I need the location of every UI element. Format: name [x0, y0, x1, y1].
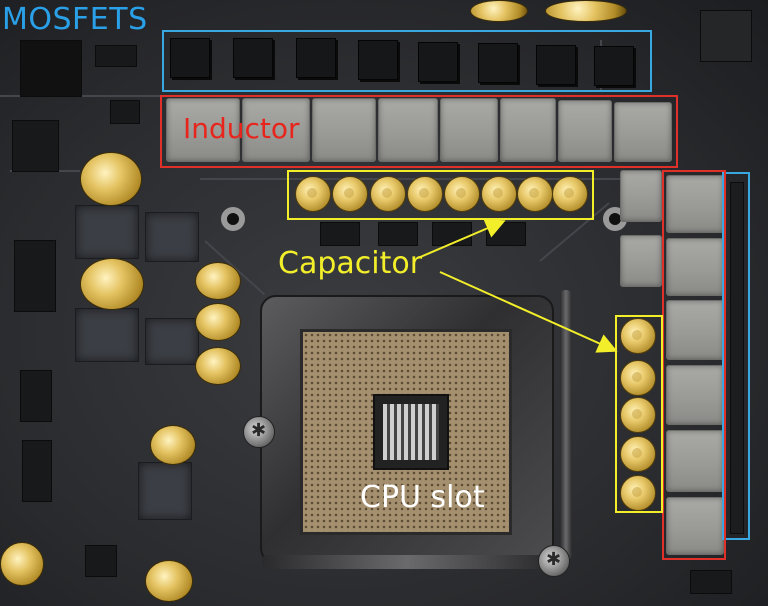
inductor-block: [378, 98, 438, 162]
mosfet-chip: [170, 38, 210, 78]
socket-lever: [560, 290, 572, 560]
capacitor: [407, 176, 443, 212]
capacitor: [620, 318, 656, 354]
capacitor: [620, 397, 656, 433]
mounting-hole: [221, 207, 245, 231]
inductor-block: [666, 365, 724, 425]
cpu-slot-label: CPU slot: [360, 480, 485, 515]
small-chip: [22, 440, 52, 502]
capacitor-highlight-box-right: [615, 315, 663, 513]
capacitor: [295, 176, 331, 212]
small-chip: [85, 545, 117, 577]
mosfets-highlight-box: [162, 30, 652, 92]
mosfet-chip: [418, 42, 458, 82]
capacitor: [195, 262, 241, 300]
screw-icon: [538, 545, 570, 577]
small-chip: [320, 222, 360, 246]
mosfet-strip: [730, 182, 744, 534]
arrow-to-right-capacitors: [439, 271, 618, 353]
small-chip: [20, 370, 52, 422]
small-chip: [12, 120, 59, 172]
mosfet-chip: [594, 46, 634, 86]
inductor-block: [666, 300, 724, 360]
inductor-highlight-box: [160, 95, 678, 168]
inductor-block: [666, 497, 724, 555]
inductor-block: [166, 98, 240, 162]
choke-coil: [138, 462, 192, 520]
capacitor: [620, 360, 656, 396]
choke-coil: [145, 212, 199, 262]
capacitor: [620, 475, 656, 511]
capacitor: [517, 176, 553, 212]
socket-pin-field: [300, 329, 512, 535]
capacitor: [552, 176, 588, 212]
connector-block: [20, 40, 82, 97]
small-chip: [110, 100, 140, 124]
socket-center-contacts: [373, 394, 449, 470]
inductor-block: [666, 430, 724, 492]
choke-coil: [145, 318, 199, 365]
inductor-block: [666, 238, 724, 296]
capacitor: [470, 0, 528, 22]
controller-chip: [700, 10, 752, 62]
capacitor-label: Capacitor: [278, 246, 423, 281]
mosfets-highlight-box-right: [722, 172, 750, 540]
capacitor: [195, 303, 241, 341]
cpu-socket: [260, 295, 554, 564]
small-chip: [14, 240, 56, 312]
inductor-block: [558, 100, 612, 162]
arrow-to-top-capacitors: [417, 219, 506, 259]
mosfet-chip: [358, 40, 398, 80]
inductor-block: [614, 102, 672, 162]
mosfet-chip: [296, 38, 336, 78]
choke-coil: [75, 308, 139, 362]
small-chip: [378, 222, 418, 246]
capacitor: [481, 176, 517, 212]
mosfet-chip: [233, 38, 273, 78]
small-chip: [95, 45, 137, 67]
capacitor-highlight-box: [287, 170, 594, 220]
capacitor: [195, 347, 241, 385]
inductor-block: [242, 98, 310, 162]
inductor-label: Inductor: [183, 112, 300, 145]
screw-icon: [243, 416, 275, 448]
capacitor: [0, 542, 44, 586]
mosfets-label: MOSFETS: [2, 2, 148, 37]
inductor-block: [312, 98, 376, 162]
capacitor: [545, 0, 627, 22]
capacitor: [150, 425, 196, 465]
inductor-block: [440, 98, 498, 162]
inductor-highlight-box-right: [662, 170, 726, 560]
capacitor: [80, 258, 144, 310]
inductor-block: [500, 98, 556, 162]
capacitor: [332, 176, 368, 212]
choke-coil: [75, 205, 139, 259]
small-chip: [690, 570, 732, 594]
capacitor: [444, 176, 480, 212]
capacitor: [145, 560, 193, 602]
socket-retention-bar: [262, 555, 552, 569]
inductor-block: [620, 235, 662, 287]
capacitor: [620, 436, 656, 472]
capacitor: [370, 176, 406, 212]
capacitor: [80, 152, 142, 206]
inductor-block: [620, 170, 662, 222]
mosfet-chip: [478, 43, 518, 83]
mosfet-chip: [536, 45, 576, 85]
